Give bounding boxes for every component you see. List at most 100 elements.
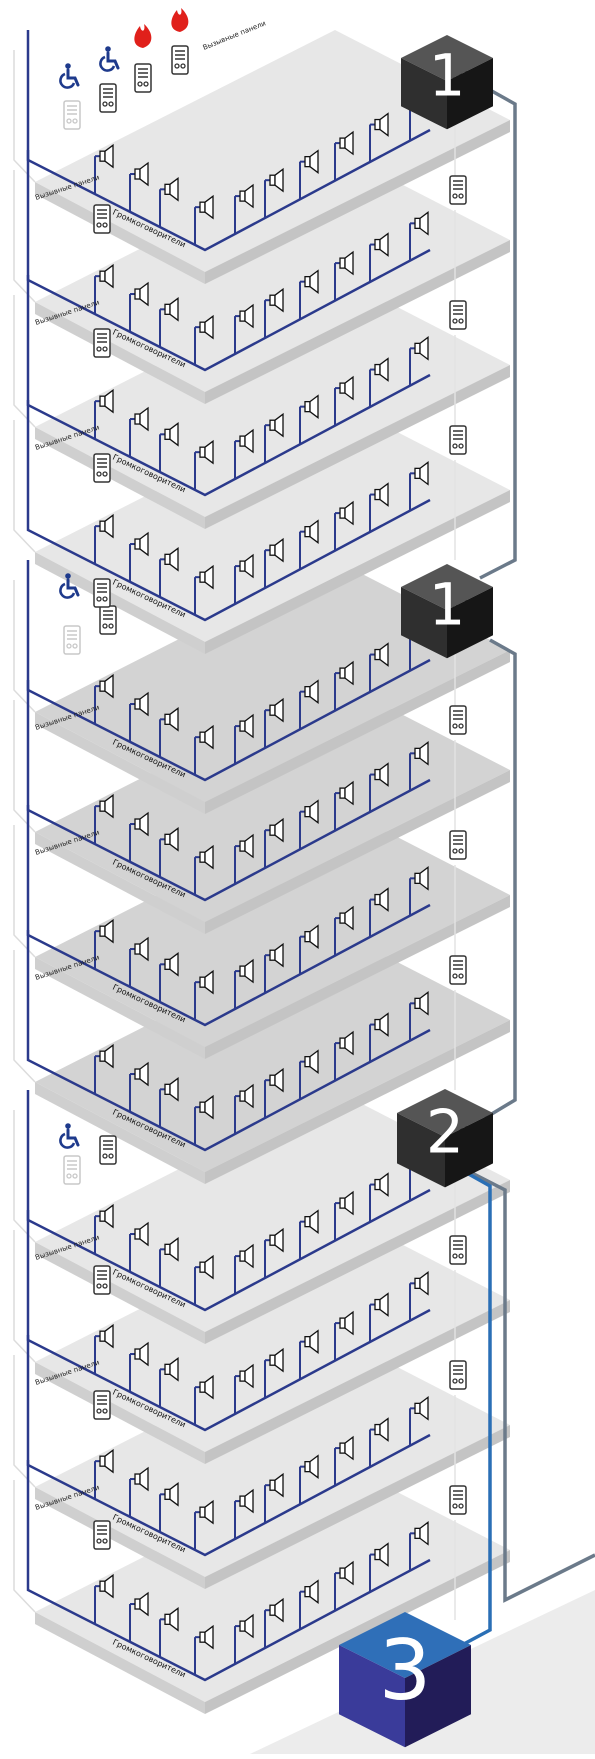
speaker-cone [244, 553, 254, 579]
floor-slab [13, 400, 510, 654]
floor-slab [13, 1090, 510, 1344]
panel-button [452, 1503, 458, 1509]
speaker-cone [274, 1472, 284, 1498]
panel-button [458, 443, 464, 449]
slab-front-edge [35, 1082, 205, 1184]
speaker-body [134, 288, 141, 300]
panel-button [458, 1503, 464, 1509]
speaker-body [239, 965, 246, 977]
loudspeaker-icon [374, 1292, 389, 1317]
speaker-cone [169, 827, 179, 852]
speaker-cone [169, 707, 179, 732]
speaker-body [199, 1506, 206, 1518]
speaker-body [134, 1068, 141, 1080]
wheelchair-wheel [59, 1132, 76, 1149]
speaker-bus [26, 560, 431, 782]
speaker-body [304, 1056, 311, 1068]
panel-button [137, 81, 143, 87]
speaker-body [414, 1277, 421, 1289]
speaker-body [414, 342, 421, 355]
trunk-lines [461, 88, 595, 1647]
floor-slab [13, 150, 510, 404]
speaker-cone [309, 1049, 319, 1074]
equipment-cube: 2 [397, 1089, 493, 1188]
speaker-cone [244, 1363, 254, 1389]
speaker-body [164, 303, 171, 315]
panel-button [102, 471, 108, 477]
speaker-cone [139, 691, 149, 717]
slab-front-edge [35, 1487, 205, 1589]
cube-number: 1 [429, 43, 466, 110]
cube-number: 2 [426, 1097, 464, 1167]
panel-frame [171, 45, 189, 75]
loudspeaker-icon [269, 817, 284, 843]
speaker-cone [244, 1243, 254, 1269]
speaker-bus [26, 1090, 431, 1312]
speaker-cone [104, 1573, 114, 1599]
speaker-cone [139, 811, 149, 837]
loudspeaker-icon [199, 844, 214, 870]
panel-frame [449, 1485, 467, 1515]
loudspeaker-icon [269, 942, 284, 968]
loudspeaker-icon [134, 691, 149, 717]
speaker-body [414, 217, 421, 230]
loudspeaker-icon [199, 724, 214, 750]
intercom-panel-icon [99, 83, 117, 113]
speaker-cone [344, 1435, 354, 1461]
intercom-panel-icon [449, 705, 467, 735]
loudspeaker-icon [374, 1172, 389, 1197]
loudspeaker-icon [339, 130, 354, 156]
loudspeaker-icon [99, 143, 114, 169]
loudspeaker-icon [269, 1472, 284, 1498]
speaker-body [239, 1090, 246, 1102]
loudspeaker-icon [304, 519, 319, 544]
panel-frame [93, 453, 111, 483]
panel-frame [449, 955, 467, 985]
speaker-body [304, 400, 311, 413]
speaker-cone [244, 428, 254, 454]
speaker-body [134, 943, 141, 955]
panel-button [458, 1378, 464, 1384]
panel-button [96, 471, 102, 477]
speaker-body [164, 958, 171, 970]
speaker-cone [274, 1347, 284, 1373]
intercom-panel-icon [93, 578, 111, 608]
speaker-cone [344, 905, 354, 931]
speaker-cone [419, 741, 429, 766]
speaker-body [164, 1363, 171, 1375]
loudspeaker-icon [164, 1077, 179, 1102]
speaker-cone [274, 412, 284, 438]
cube-right [447, 587, 493, 659]
speaker-cone [104, 673, 114, 699]
speaker-body [164, 713, 171, 725]
panel-button [66, 643, 72, 649]
speaker-body [199, 321, 206, 333]
speaker-body [134, 698, 141, 710]
speaker-cone [419, 991, 429, 1016]
intercom-panel-icon [63, 625, 81, 655]
wheelchair-wheel [99, 55, 116, 72]
intercom-panel-icon [93, 1390, 111, 1420]
speaker-bus [26, 680, 431, 902]
slab-side-edge [205, 650, 510, 814]
speaker-body [339, 912, 346, 924]
loudspeaker-icon [374, 1012, 389, 1037]
speaker-body [164, 183, 171, 195]
speaker-cone [169, 1077, 179, 1102]
loudspeaker-icon [164, 1482, 179, 1507]
speaker-cone [309, 1454, 319, 1479]
equipment-cube: 1 [401, 35, 493, 130]
slab-top [35, 1210, 510, 1452]
speaker-body [269, 174, 276, 186]
speaker-body [99, 270, 106, 282]
cube-right [447, 58, 493, 130]
slab-top [35, 400, 510, 642]
speaker-cone [244, 833, 254, 859]
speaker-body [134, 538, 141, 550]
slab-top [35, 930, 510, 1172]
loudspeaker-icon [134, 1221, 149, 1247]
speaker-body [414, 872, 421, 884]
speaker-cone [379, 642, 389, 667]
speaker-cone [344, 1310, 354, 1336]
speaker-cone [169, 1237, 179, 1262]
